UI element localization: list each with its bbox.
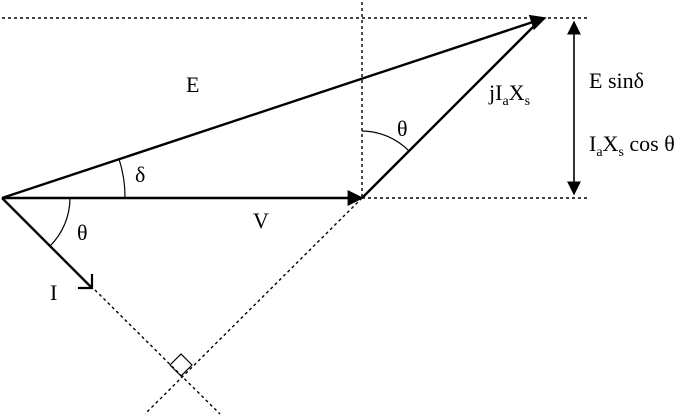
label-e: E	[186, 72, 199, 97]
label-iaxs-i: I	[589, 131, 596, 156]
label-jiaxs-x: X	[509, 80, 525, 105]
label-iaxs-s: s	[618, 145, 623, 160]
current-extension-dotted-line	[94, 289, 221, 415]
label-jiaxs-a: a	[502, 94, 509, 109]
delta-angle-arc	[118, 158, 126, 199]
label-jiaxs-i: I	[495, 80, 502, 105]
label-iaxs-x: X	[603, 131, 619, 156]
label-iaxs-a: a	[596, 145, 603, 160]
label-e-sin-delta: E sinδ	[589, 68, 644, 93]
label-delta: δ	[135, 162, 145, 187]
label-v: V	[253, 208, 269, 233]
right-angle-marker	[169, 353, 193, 377]
label-jiaxs: jIaXs	[488, 80, 530, 109]
label-i: I	[50, 280, 57, 305]
label-jiaxs-s: s	[525, 94, 530, 109]
theta-origin-angle-arc	[49, 197, 71, 247]
label-jiaxs-j: j	[488, 80, 495, 105]
vector-e	[1, 14, 547, 200]
label-theta-tip: θ	[397, 116, 408, 141]
theta-tip-angle-arc	[361, 130, 410, 152]
vector-i	[1, 197, 93, 289]
label-theta-origin: θ	[77, 220, 88, 245]
label-iaxs-cos: cos θ	[624, 131, 675, 156]
label-iaxs-cos-theta: IaXs cos θ	[589, 131, 675, 160]
vector-i-arrowhead	[78, 274, 94, 290]
vector-jiaxs	[361, 21, 539, 199]
